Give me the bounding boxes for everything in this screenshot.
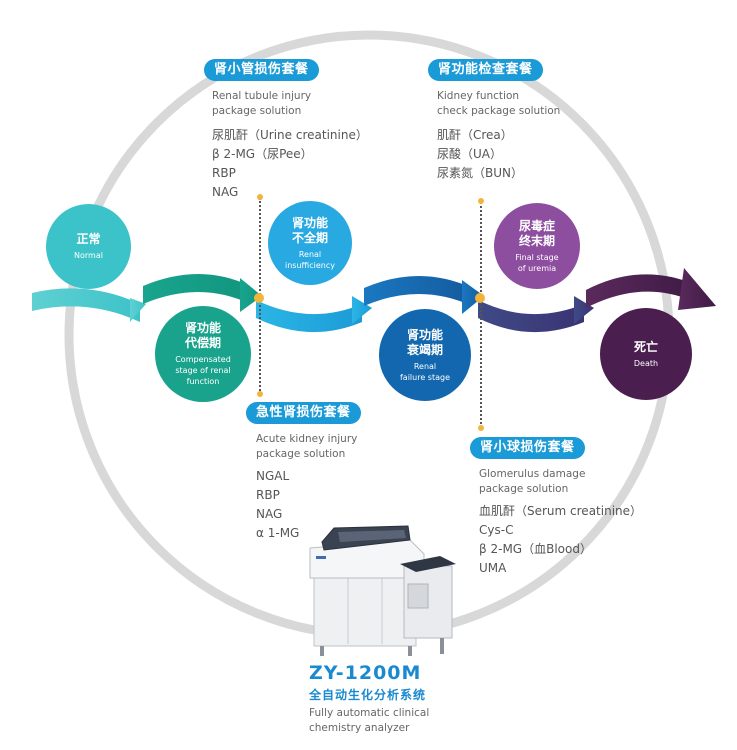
stage-compensated-zh: 肾功能 代偿期 — [184, 321, 221, 350]
connector-dot — [257, 194, 263, 200]
stage-insufficiency: 肾功能 不全期 Renal insufficiency — [268, 201, 352, 285]
stage-uremia-en: Final stage of uremia — [515, 252, 559, 273]
glomerulus-package-en-1: Glomerulus damage — [479, 468, 586, 480]
stage-normal-en: Normal — [74, 251, 103, 260]
arrow-segment-insufficiency — [256, 296, 372, 333]
stage-failure-en: Renal failure stage — [399, 361, 451, 382]
stage-normal-zh: 正常 — [76, 232, 101, 246]
list-item: 尿酸（UA） — [437, 147, 502, 161]
acute-package-items: NGAL RBP NAG α 1-MG — [256, 467, 299, 543]
arrow-segment-normal — [32, 288, 146, 322]
product-name-zh: 全自动生化分析系统 — [309, 688, 427, 702]
function-package-en-2: check package solution — [437, 105, 561, 117]
acute-package-en-1: Acute kidney injury — [256, 433, 358, 445]
stage-normal: 正常 Normal — [46, 204, 131, 289]
stage-insufficiency-en: Renal insufficiency — [284, 249, 335, 270]
list-item: NGAL — [256, 469, 290, 483]
list-item: RBP — [212, 166, 236, 180]
list-item: NAG — [256, 507, 283, 521]
connector-dot — [478, 198, 484, 204]
product-model: ZY-1200M — [309, 662, 422, 684]
function-package-items: 肌酐（Crea） 尿酸（UA） 尿素氮（BUN） — [437, 126, 523, 183]
connector-dot — [478, 425, 484, 431]
stage-compensated-en: Compensated stage of renal function — [175, 355, 231, 386]
stage-death-zh: 死亡 — [633, 339, 658, 354]
connector-dot — [257, 391, 263, 397]
arrow-segment-uremia — [478, 296, 594, 333]
stage-failure: 肾功能 衰竭期 Renal failure stage — [379, 309, 471, 401]
product-name-en-2: chemistry analyzer — [309, 722, 410, 734]
tubule-package-en-2: package solution — [212, 105, 302, 117]
function-package-title: 肾功能检查套餐 — [428, 59, 543, 81]
stage-failure-zh: 肾功能 衰竭期 — [406, 327, 443, 357]
list-item: α 1-MG — [256, 526, 300, 540]
list-item: β 2-MG（尿Pee） — [212, 147, 313, 161]
function-package-en-1: Kidney function — [437, 90, 520, 102]
list-item: Cys-C — [479, 523, 514, 537]
list-item: 血肌酐（Serum creatinine） — [479, 504, 643, 518]
product-name-en-1: Fully automatic clinical — [309, 707, 430, 719]
stage-death: 死亡 Death — [600, 308, 692, 400]
tubule-package-items: 尿肌酐（Urine creatinine） β 2-MG（尿Pee） RBP N… — [212, 126, 368, 202]
stage-death-en: Death — [633, 358, 659, 368]
connector-dot — [475, 293, 485, 303]
list-item: 肌酐（Crea） — [437, 128, 513, 142]
stage-uremia-zh: 尿毒症 终末期 — [518, 218, 555, 248]
tubule-package-en-1: Renal tubule injury — [212, 90, 312, 102]
tubule-package-title: 肾小管损伤套餐 — [204, 59, 319, 81]
arrow-segment-compensated — [143, 274, 262, 312]
arrow-segment-failure — [364, 276, 484, 314]
arrow-segment-death — [586, 268, 716, 310]
glomerulus-package-en-2: package solution — [479, 483, 569, 495]
connector-glomerulus — [480, 202, 482, 428]
acute-package-title: 急性肾损伤套餐 — [246, 402, 361, 424]
stage-insufficiency-zh: 肾功能 不全期 — [291, 215, 328, 245]
list-item: RBP — [256, 488, 280, 502]
connector-dot — [254, 293, 264, 303]
stage-uremia: 尿毒症 终末期 Final stage of uremia — [494, 203, 580, 289]
acute-package-en-2: package solution — [256, 448, 346, 460]
list-item: 尿素氮（BUN） — [437, 166, 523, 180]
list-item: β 2-MG（血Blood） — [479, 542, 592, 556]
list-item: UMA — [479, 561, 507, 575]
stage-compensated: 肾功能 代偿期 Compensated stage of renal funct… — [155, 306, 251, 402]
list-item: 尿肌酐（Urine creatinine） — [212, 128, 368, 142]
glomerulus-package-title: 肾小球损伤套餐 — [470, 437, 585, 459]
analyzer-image — [309, 525, 456, 656]
list-item: NAG — [212, 185, 239, 199]
glomerulus-package-items: 血肌酐（Serum creatinine） Cys-C β 2-MG（血Bloo… — [479, 502, 642, 578]
